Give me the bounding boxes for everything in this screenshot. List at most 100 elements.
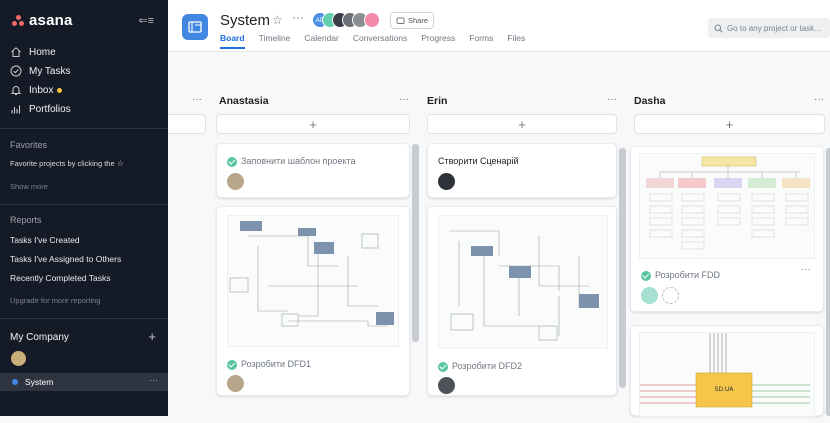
task-card[interactable]: Розробити FDD ··· (630, 146, 824, 312)
report-recently-completed[interactable]: Recently Completed Tasks (10, 273, 111, 283)
task-complete-icon[interactable] (438, 361, 448, 372)
task-card[interactable]: Розробити DFD2 (427, 206, 617, 396)
nav-my-tasks-label: My Tasks (29, 65, 71, 77)
dfd-diagram-image (227, 215, 399, 347)
sidebar: asana ⇐≡ Home My Tasks Inbox Portfolios … (0, 0, 168, 416)
assignee-avatar[interactable] (641, 287, 658, 304)
inbox-unread-dot (57, 87, 63, 93)
fdd-diagram-image (639, 153, 815, 259)
project-header: System ☆ ··· AD Share Board Timeline Cal… (168, 0, 830, 52)
search-input[interactable]: Go to any project or task... (708, 18, 830, 38)
add-task-button[interactable]: + (427, 114, 617, 134)
assignee-avatar[interactable] (227, 375, 244, 392)
favorite-star-icon[interactable]: ☆ (272, 13, 283, 27)
sidebar-divider (0, 128, 168, 129)
column-scrollbar[interactable] (412, 144, 419, 342)
add-collaborator-icon[interactable] (662, 287, 679, 304)
tab-board[interactable]: Board (220, 33, 245, 49)
nav-home-label: Home (29, 46, 56, 58)
share-people-icon (396, 17, 405, 24)
assignee-avatar[interactable] (438, 377, 455, 394)
add-task-button[interactable]: + (216, 114, 410, 134)
task-title: Розробити DFD1 (227, 359, 311, 370)
avatar[interactable] (364, 12, 380, 28)
dfd-diagram-image (438, 215, 608, 349)
task-title: Розробити FDD (641, 270, 720, 281)
column-menu-button[interactable]: ··· (814, 94, 824, 105)
project-menu-button[interactable]: ··· (149, 375, 158, 385)
assignee-avatar[interactable] (227, 173, 244, 190)
column-scrollbar[interactable] (619, 148, 626, 388)
task-title-text: Розробити DFD2 (452, 361, 522, 371)
collapse-sidebar-icon[interactable]: ⇐≡ (138, 15, 154, 27)
project-menu-icon[interactable]: ··· (292, 10, 304, 24)
sidebar-divider (0, 204, 168, 205)
column-title[interactable]: Dasha (634, 95, 666, 107)
tab-forms[interactable]: Forms (469, 33, 494, 43)
bell-icon (10, 86, 22, 95)
task-card[interactable]: Створити Сценарій (427, 143, 617, 198)
add-task-button[interactable]: + (634, 114, 825, 134)
column-scrollbar[interactable] (826, 148, 830, 416)
page-title[interactable]: System (220, 12, 271, 29)
task-title: Заповнити шаблон проекта (227, 156, 356, 167)
search-icon (714, 24, 723, 33)
check-circle-icon (10, 65, 22, 77)
column-menu-button[interactable]: ··· (399, 94, 409, 105)
add-team-button[interactable]: + (148, 329, 156, 344)
nav-my-tasks[interactable]: My Tasks (10, 65, 71, 77)
task-complete-icon[interactable] (227, 359, 237, 370)
favorites-hint: Favorite projects by clicking the ☆ (10, 159, 124, 168)
tab-progress[interactable]: Progress (421, 33, 456, 43)
column-menu-button[interactable]: ··· (192, 94, 202, 105)
nav-inbox[interactable]: Inbox (10, 84, 63, 96)
tab-files[interactable]: Files (507, 33, 526, 43)
share-button[interactable]: Share (390, 12, 434, 29)
task-complete-icon[interactable] (227, 156, 237, 167)
asana-logo[interactable]: asana (12, 12, 73, 29)
nav-inbox-label: Inbox (29, 84, 54, 96)
task-title-text: Розробити FDD (655, 270, 720, 280)
home-icon (11, 47, 21, 57)
star-icon: ☆ (116, 159, 124, 168)
project-color-dot (12, 379, 18, 385)
tab-conversations[interactable]: Conversations (352, 33, 408, 43)
show-more-link[interactable]: Show more (10, 182, 48, 191)
team-name[interactable]: My Company (10, 332, 69, 343)
logo-text: asana (29, 12, 73, 29)
nav-portfolios[interactable]: Portfolios (10, 103, 71, 115)
search-placeholder: Go to any project or task... (727, 23, 821, 33)
task-title: Створити Сценарій (438, 156, 519, 166)
tab-calendar[interactable]: Calendar (304, 33, 339, 43)
add-task-button[interactable] (168, 114, 206, 134)
task-card[interactable]: SD.UA (630, 325, 824, 417)
diagram-label: SD.UA (715, 386, 735, 393)
assignee-avatar[interactable] (438, 173, 455, 190)
nav-home[interactable]: Home (10, 46, 56, 58)
project-board-icon[interactable] (182, 14, 208, 40)
bar-chart-icon (11, 105, 21, 114)
task-title: Розробити DFD2 (438, 361, 522, 372)
report-tasks-created[interactable]: Tasks I've Created (10, 235, 80, 245)
column-menu-button[interactable]: ··· (607, 94, 617, 105)
report-tasks-assigned[interactable]: Tasks I've Assigned to Others (10, 254, 122, 264)
sidebar-project-system[interactable]: System ··· (0, 373, 168, 391)
column-title[interactable]: Erin (427, 95, 448, 107)
favorites-hint-text: Favorite projects by clicking the (10, 159, 115, 168)
reports-heading: Reports (10, 215, 42, 225)
task-card[interactable]: Розробити DFD1 (216, 206, 410, 396)
team-avatar[interactable] (11, 351, 26, 366)
upgrade-reporting-link[interactable]: Upgrade for more reporting (10, 296, 101, 305)
share-label: Share (407, 16, 428, 25)
task-title-text: Заповнити шаблон проекта (241, 156, 356, 166)
board: ··· Anastasia ··· + Заповнити шаблон про… (168, 52, 830, 417)
card-menu-button[interactable]: ··· (801, 264, 811, 275)
favorites-heading: Favorites (10, 140, 48, 150)
task-complete-icon[interactable] (641, 270, 651, 281)
task-title-text: Розробити DFD1 (241, 359, 311, 369)
column-title[interactable]: Anastasia (219, 95, 269, 107)
sd-diagram-image: SD.UA (639, 332, 815, 417)
nav-portfolios-label: Portfolios (29, 103, 71, 115)
tab-timeline[interactable]: Timeline (258, 33, 291, 43)
task-card[interactable]: Заповнити шаблон проекта (216, 143, 410, 198)
